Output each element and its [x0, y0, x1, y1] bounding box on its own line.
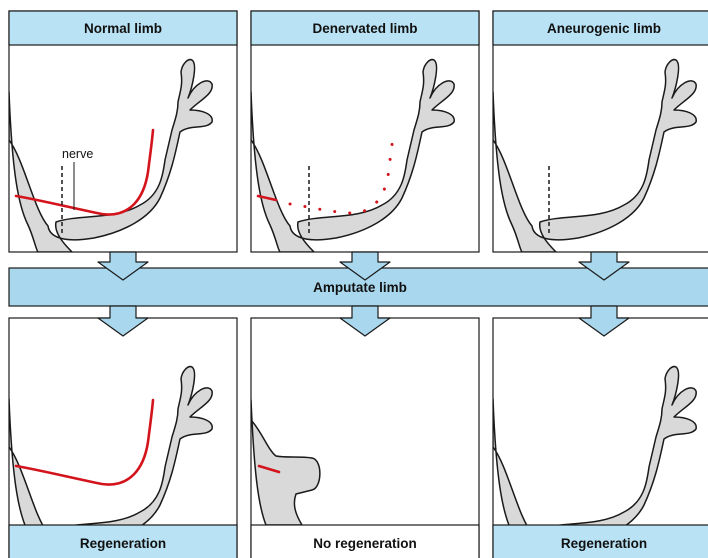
panel-normal-limb: Normal limb nerve: [9, 11, 237, 252]
panel-normal-outcome: Regeneration: [9, 318, 237, 558]
panel-aneurogenic-outcome: Regeneration: [493, 318, 708, 558]
panel-title-denervated: Denervated limb: [312, 21, 417, 36]
panel-denervated-outcome: No regeneration: [251, 318, 479, 558]
banner-label: Amputate limb: [313, 280, 407, 295]
panel-title-normal: Normal limb: [84, 21, 162, 36]
outcome-label-aneurogenic: Regeneration: [561, 536, 647, 551]
panel-aneurogenic-limb: Aneurogenic limb: [493, 11, 708, 252]
outcome-label-normal: Regeneration: [80, 536, 166, 551]
panel-denervated-limb: Denervated limb: [251, 11, 479, 252]
panel-title-aneurogenic: Aneurogenic limb: [547, 21, 661, 36]
outcome-label-denervated: No regeneration: [313, 536, 417, 551]
nerve-label: nerve: [62, 147, 93, 161]
